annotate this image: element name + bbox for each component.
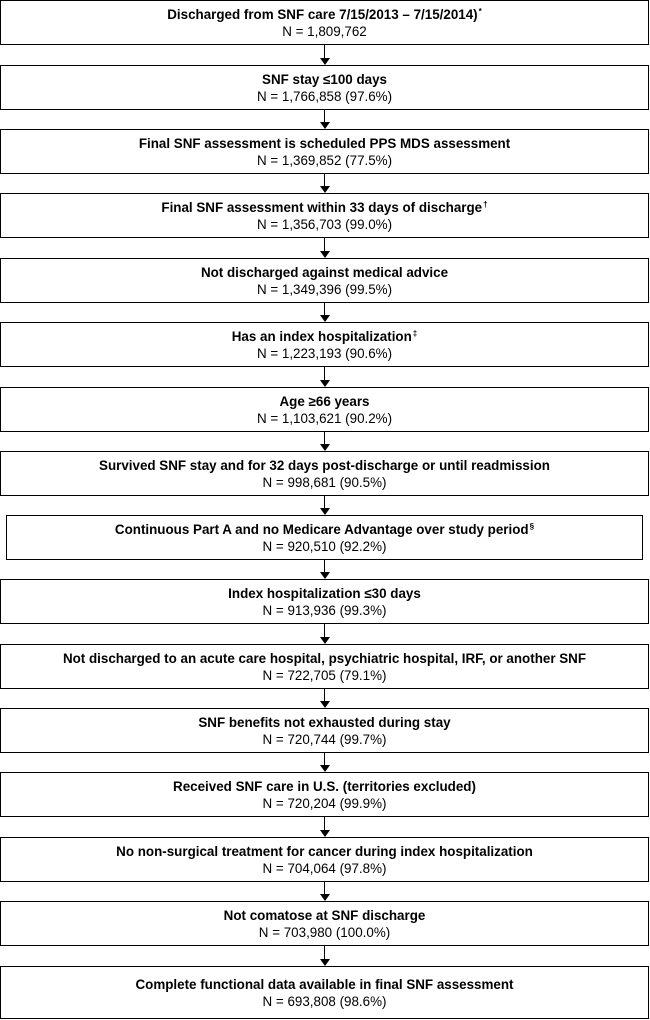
down-arrow-icon: [320, 496, 330, 515]
down-arrow-icon: [320, 303, 330, 322]
flow-step-title-text: Received SNF care in U.S. (territories e…: [173, 778, 476, 794]
flow-step-title-text: Continuous Part A and no Medicare Advant…: [114, 521, 529, 537]
flow-step-title: Complete functional data available in fi…: [135, 976, 513, 993]
flow-step-count: N = 1,349,396 (99.5%): [256, 281, 393, 297]
flow-step-box: Survived SNF stay and for 32 days post-d…: [0, 451, 649, 496]
flow-step-box: Not discharged to an acute care hospital…: [0, 644, 649, 689]
flow-step-count: N = 1,369,852 (77.5%): [256, 152, 393, 168]
flow-step-count: N = 1,103,621 (90.2%): [256, 410, 393, 426]
footnote-marker: †: [483, 199, 488, 209]
flow-step-title: Final SNF assessment is scheduled PPS MD…: [139, 135, 510, 152]
flow-step-box: Final SNF assessment within 33 days of d…: [0, 193, 649, 238]
flow-step-title-text: Final SNF assessment is scheduled PPS MD…: [138, 135, 511, 151]
flow-step-title: Not discharged to an acute care hospital…: [63, 650, 586, 667]
flow-step-count: N = 703,980 (100.0%): [258, 924, 391, 940]
down-arrow-icon: [320, 560, 330, 579]
down-arrow-icon: [320, 174, 330, 193]
flow-step-count: N = 1,356,703 (99.0%): [256, 216, 393, 232]
flow-step-box: Continuous Part A and no Medicare Advant…: [6, 515, 643, 560]
flow-step-count: N = 720,744 (99.7%): [262, 731, 387, 747]
flow-step-title-text: SNF benefits not exhausted during stay: [198, 714, 451, 730]
footnote-marker: §: [529, 521, 535, 531]
flow-step-title: No non-surgical treatment for cancer dur…: [116, 843, 533, 860]
flow-step-count: N = 1,809,762: [282, 23, 367, 39]
flow-step-title: Received SNF care in U.S. (territories e…: [173, 778, 476, 795]
footnote-marker: *: [478, 6, 482, 16]
flow-step-title-text: SNF stay ≤100 days: [262, 71, 387, 87]
flow-step-title: Index hospitalization ≤30 days: [228, 585, 421, 602]
flow-step-title-text: Has an index hospitalization: [231, 328, 412, 344]
flow-step-count: N = 693,808 (98.6%): [262, 993, 387, 1009]
flow-step-title-text: Not discharged to an acute care hospital…: [62, 650, 587, 666]
down-arrow-icon: [320, 432, 330, 451]
flow-step-count: N = 1,223,193 (90.6%): [256, 345, 393, 361]
down-arrow-icon: [320, 624, 330, 644]
flow-step-box: Received SNF care in U.S. (territories e…: [0, 772, 649, 817]
flow-step-title: SNF benefits not exhausted during stay: [198, 714, 450, 731]
down-arrow-icon: [320, 817, 330, 837]
flow-step-count: N = 1,766,858 (97.6%): [256, 88, 393, 104]
flow-step-count: N = 920,510 (92.2%): [262, 538, 387, 554]
flow-step-title: Has an index hospitalization‡: [232, 328, 418, 345]
down-arrow-icon: [320, 882, 330, 901]
flow-step-count: N = 704,064 (97.8%): [262, 860, 387, 876]
flow-step-title: Continuous Part A and no Medicare Advant…: [115, 521, 534, 538]
flow-step-title-text: Age ≥66 years: [279, 393, 370, 409]
flow-step-box: Final SNF assessment is scheduled PPS MD…: [0, 129, 649, 174]
flow-step-count: N = 998,681 (90.5%): [262, 474, 387, 490]
flow-step-title: Not discharged against medical advice: [201, 264, 448, 281]
flow-step-title: Not comatose at SNF discharge: [224, 907, 426, 924]
flow-step-title: SNF stay ≤100 days: [262, 71, 387, 88]
flow-step-title-text: Not discharged against medical advice: [200, 264, 449, 280]
flow-step-box: No non-surgical treatment for cancer dur…: [0, 837, 649, 882]
flow-step-title-text: Index hospitalization ≤30 days: [228, 585, 421, 601]
down-arrow-icon: [320, 946, 330, 966]
flow-step-count: N = 720,204 (99.9%): [262, 795, 387, 811]
down-arrow-icon: [320, 753, 330, 772]
flow-step-title-text: No non-surgical treatment for cancer dur…: [116, 843, 533, 859]
flow-step-title-text: Discharged from SNF care 7/15/2013 – 7/1…: [167, 6, 478, 22]
flow-step-title-text: Complete functional data available in fi…: [135, 976, 514, 992]
flow-step-title-text: Final SNF assessment within 33 days of d…: [161, 199, 483, 215]
flow-step-title-text: Survived SNF stay and for 32 days post-d…: [99, 457, 550, 473]
flow-step-count: N = 722,705 (79.1%): [262, 667, 387, 683]
flow-step-box: Complete functional data available in fi…: [0, 966, 649, 1019]
down-arrow-icon: [320, 689, 330, 708]
flow-step-box: Has an index hospitalization‡N = 1,223,1…: [0, 322, 649, 367]
flow-step-box: Discharged from SNF care 7/15/2013 – 7/1…: [0, 0, 649, 45]
down-arrow-icon: [320, 45, 330, 65]
flow-step-title: Survived SNF stay and for 32 days post-d…: [99, 457, 550, 474]
down-arrow-icon: [320, 110, 330, 129]
flow-step-title-text: Not comatose at SNF discharge: [223, 907, 426, 923]
down-arrow-icon: [320, 238, 330, 258]
flow-step-title: Age ≥66 years: [280, 393, 370, 410]
flow-step-title: Discharged from SNF care 7/15/2013 – 7/1…: [167, 6, 482, 23]
flow-step-title: Final SNF assessment within 33 days of d…: [161, 199, 487, 216]
down-arrow-icon: [320, 367, 330, 387]
flow-step-count: N = 913,936 (99.3%): [262, 602, 387, 618]
footnote-marker: ‡: [412, 328, 418, 338]
